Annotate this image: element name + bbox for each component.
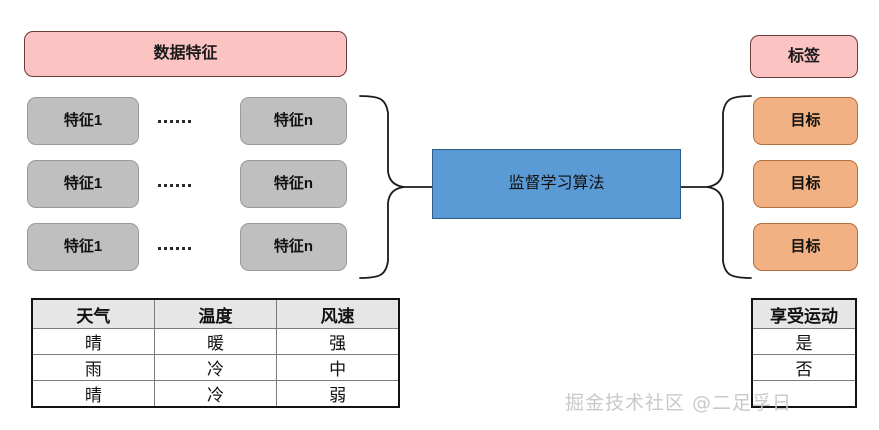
table-row: 是: [751, 328, 857, 355]
cell-weather-2: 雨: [31, 354, 155, 381]
table-row: 否: [751, 354, 857, 381]
table-header-row: 享受运动: [751, 298, 857, 329]
cell-weather-1: 晴: [31, 328, 155, 355]
ellipsis-row3: [158, 243, 191, 253]
cell-enjoy-sport-2: 否: [751, 354, 857, 381]
column-header-temperature: 温度: [153, 298, 278, 329]
label-data-table: 享受运动 是 否: [751, 298, 857, 408]
feature-box-row1-first: 特征1: [27, 97, 139, 145]
column-header-enjoy-sport: 享受运动: [751, 298, 857, 329]
left-brace-connector: [359, 95, 434, 279]
column-header-windspeed: 风速: [276, 298, 400, 329]
cell-enjoy-sport-1: 是: [751, 328, 857, 355]
feature-box-row3-last: 特征n: [240, 223, 347, 271]
label-header: 标签: [750, 35, 858, 78]
feature-box-row3-first: 特征1: [27, 223, 139, 271]
target-box-1: 目标: [753, 97, 858, 145]
cell-weather-3: 晴: [31, 380, 155, 408]
cell-temperature-3: 冷: [153, 380, 278, 408]
table-row: 晴 冷 弱: [31, 380, 400, 408]
cell-temperature-2: 冷: [153, 354, 278, 381]
cell-temperature-1: 暖: [153, 328, 278, 355]
cell-windspeed-2: 中: [276, 354, 400, 381]
target-box-2: 目标: [753, 160, 858, 208]
features-data-table: 天气 温度 风速 晴 暖 强 雨 冷 中 晴 冷 弱: [31, 298, 400, 408]
table-row: 晴 暖 强: [31, 328, 400, 355]
cell-windspeed-1: 强: [276, 328, 400, 355]
table-header-row: 天气 温度 风速: [31, 298, 400, 329]
feature-box-row2-first: 特征1: [27, 160, 139, 208]
cell-enjoy-sport-3: [751, 380, 857, 408]
table-row: 雨 冷 中: [31, 354, 400, 381]
ellipsis-row1: [158, 116, 191, 126]
table-row: [751, 380, 857, 408]
feature-box-row2-last: 特征n: [240, 160, 347, 208]
right-brace-connector: [681, 95, 752, 279]
target-box-3: 目标: [753, 223, 858, 271]
ellipsis-row2: [158, 180, 191, 190]
feature-box-row1-last: 特征n: [240, 97, 347, 145]
column-header-weather: 天气: [31, 298, 155, 329]
cell-windspeed-3: 弱: [276, 380, 400, 408]
data-features-header: 数据特征: [24, 31, 347, 77]
algorithm-box: 监督学习算法: [432, 149, 681, 219]
